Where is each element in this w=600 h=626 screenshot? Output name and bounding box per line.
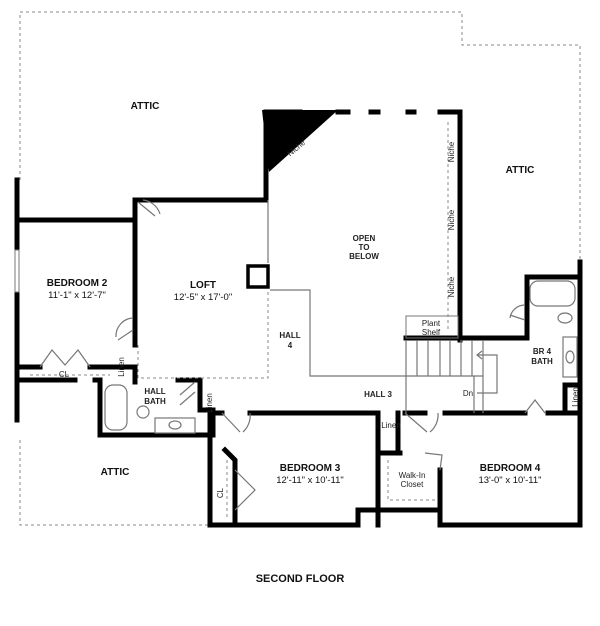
linen-label-3: Linen <box>381 421 401 430</box>
br4-bath-label-1: BR 4 <box>533 347 552 356</box>
loft-size: 12'-5" x 17'-0" <box>174 292 232 303</box>
plant-shelf <box>405 315 459 339</box>
open-to-below-2: TO <box>359 243 370 252</box>
attic-outline-bottom <box>19 440 210 526</box>
walk-in-rod <box>387 460 435 501</box>
walk-in-label-2: Closet <box>401 480 424 489</box>
down-arrow-icon <box>477 354 498 394</box>
plant-shelf-label-1: Plant <box>422 319 441 328</box>
attic-bottom-label: ATTIC <box>101 467 130 478</box>
attic-outline <box>19 11 581 262</box>
bedroom3-size: 12'-11" x 10'-11" <box>276 475 344 486</box>
bathtub-icon <box>104 384 128 431</box>
stairs-down-label: Dn <box>463 389 473 398</box>
hall-bath-label-2: BATH <box>144 397 166 406</box>
walk-in-label-1: Walk-In <box>399 471 426 480</box>
niche-label-3: Niche <box>447 209 456 230</box>
open-to-below-3: BELOW <box>349 252 379 261</box>
bedroom2-size: 11'-1" x 12'-7" <box>48 290 106 301</box>
toilet-icon <box>136 405 150 419</box>
staircase[interactable] <box>405 340 498 413</box>
niche-label-2: Niche <box>447 141 456 162</box>
loft-label: LOFT <box>190 280 216 291</box>
hall4-label-1: HALL <box>279 331 300 340</box>
walls <box>14 109 583 528</box>
attic-right-label: ATTIC <box>506 165 535 176</box>
cl-label-2: CL <box>216 487 225 498</box>
hall-bath-label-1: HALL <box>144 387 165 396</box>
linen-label-1: Linen <box>117 357 126 377</box>
bedroom4-label: BEDROOM 4 <box>480 463 541 474</box>
open-to-below-1: OPEN <box>353 234 376 243</box>
br4-bathtub-icon <box>529 280 576 307</box>
br4-sink-icon <box>562 336 578 378</box>
floor-title: SECOND FLOOR <box>256 573 345 585</box>
bedroom4-size: 13'-0" x 10'-11" <box>478 475 541 486</box>
br4-toilet-icon <box>557 312 573 324</box>
loft-boundary <box>137 290 269 379</box>
sink-icon <box>154 417 196 434</box>
hall3-label: HALL 3 <box>364 390 392 399</box>
railing <box>267 200 483 377</box>
plant-shelf-label-2: Shelf <box>422 328 441 337</box>
bedroom2-label: BEDROOM 2 <box>47 278 108 289</box>
hall4-label-2: 4 <box>288 341 293 350</box>
linen-label-4: Linen <box>571 387 580 407</box>
niche-label-4: Niche <box>447 276 456 297</box>
attic-top-label: ATTIC <box>131 101 160 112</box>
bedroom3-label: BEDROOM 3 <box>280 463 341 474</box>
linen-label-2: Linen <box>205 393 214 413</box>
doors[interactable] <box>39 199 546 511</box>
br4-bath-label-2: BATH <box>531 357 553 366</box>
cl-label-1: CL <box>59 370 70 379</box>
